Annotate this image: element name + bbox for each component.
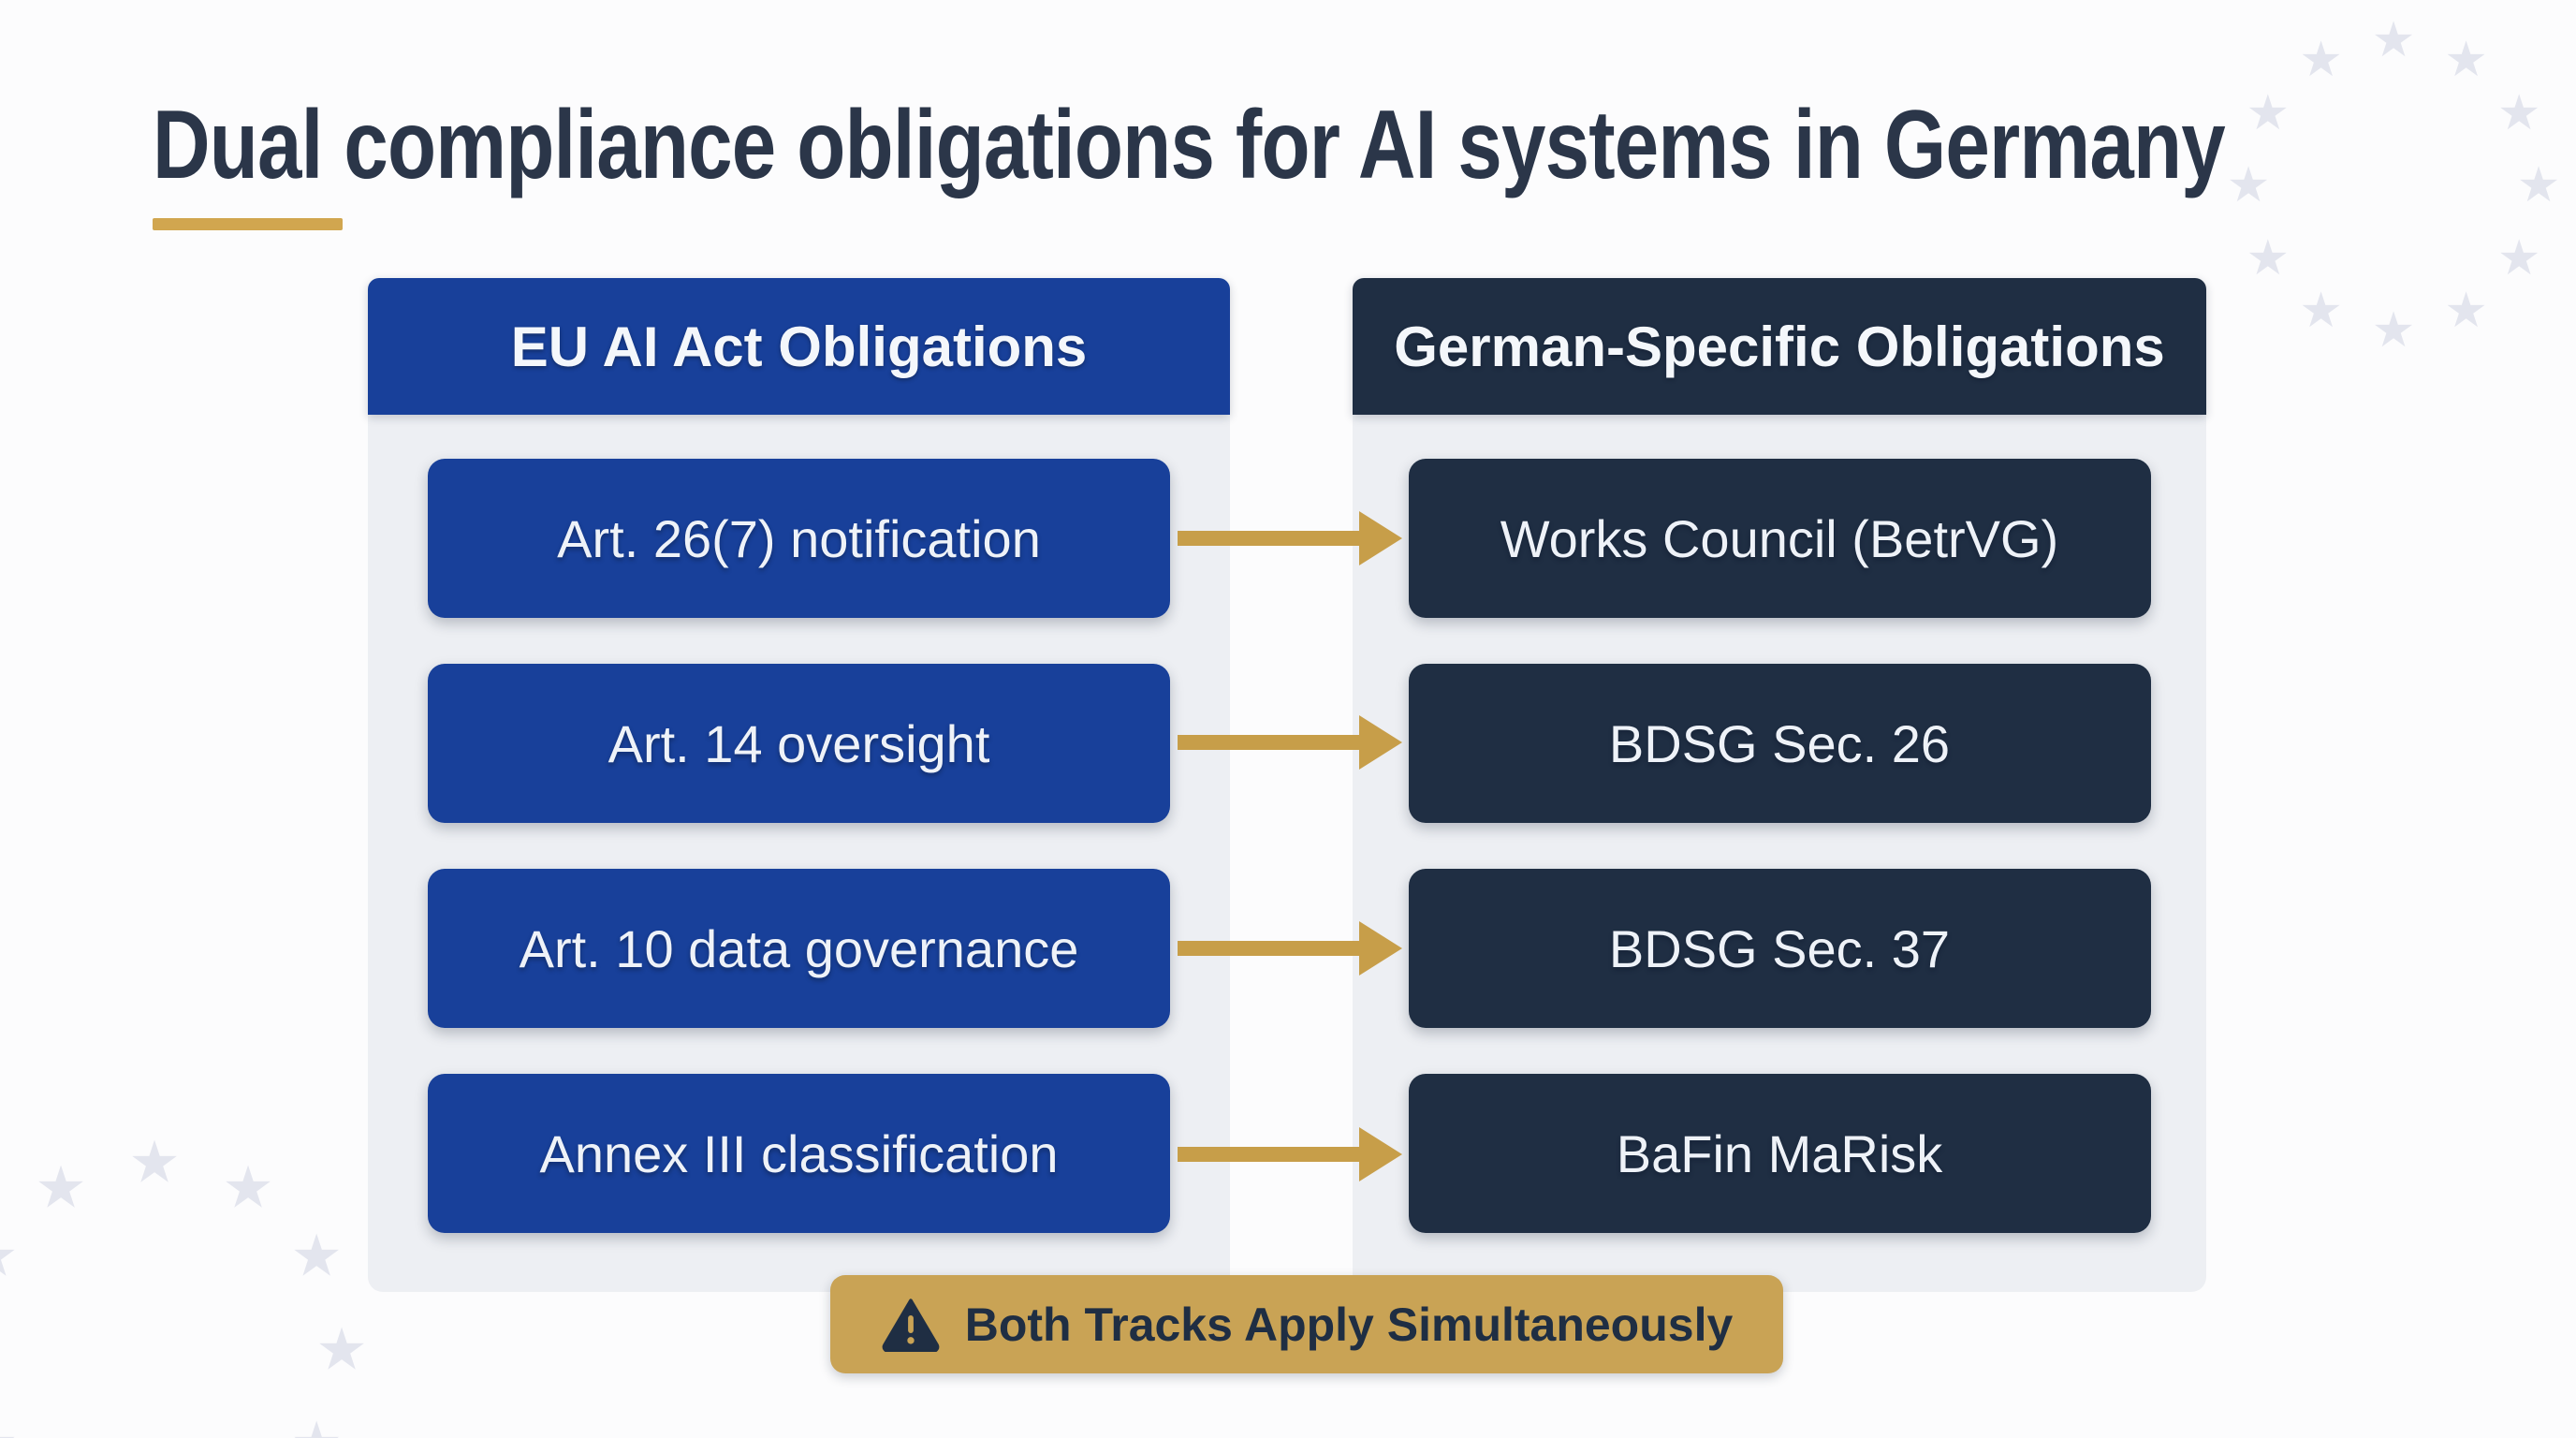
title-underline <box>153 218 343 230</box>
eu-star-icon: ★ <box>2246 230 2291 286</box>
eu-star-icon: ★ <box>2444 32 2488 87</box>
column-header-german-specific: German-Specific Obligations <box>1353 278 2206 415</box>
obligation-box-de-2: BDSG Sec. 26 <box>1408 664 2151 823</box>
arrow-right-icon <box>1178 511 1402 565</box>
obligation-box-eu-3: Art. 10 data governance <box>428 869 1170 1028</box>
eu-star-icon: ★ <box>290 1415 343 1438</box>
eu-star-icon: ★ <box>2371 12 2416 67</box>
eu-star-icon: ★ <box>290 1224 343 1289</box>
eu-star-icon: ★ <box>128 1130 181 1196</box>
eu-star-icon: ★ <box>2246 85 2291 140</box>
arrow-right-icon <box>1178 921 1402 976</box>
eu-star-icon: ★ <box>2516 157 2561 213</box>
eu-star-icon: ★ <box>2371 302 2416 358</box>
eu-star-icon: ★ <box>2226 157 2271 213</box>
eu-star-icon: ★ <box>2496 85 2541 140</box>
obligation-box-eu-4: Annex III classification <box>428 1074 1170 1233</box>
eu-star-icon: ★ <box>2444 284 2488 339</box>
eu-star-icon: ★ <box>35 1155 87 1221</box>
column-panel-german-specific: Works Council (BetrVG) BDSG Sec. 26 BDSG… <box>1353 415 2206 1292</box>
arrow-right-icon <box>1178 1127 1402 1181</box>
eu-star-icon: ★ <box>2496 230 2541 286</box>
column-eu-ai-act: EU AI Act Obligations Art. 26(7) notific… <box>368 278 1230 1292</box>
page-title: Dual compliance obligations for AI syste… <box>153 91 2226 199</box>
eu-star-icon: ★ <box>2299 284 2343 339</box>
obligation-box-de-4: BaFin MaRisk <box>1408 1074 2151 1233</box>
warning-banner: Both Tracks Apply Simultaneously <box>830 1275 1783 1373</box>
eu-star-icon: ★ <box>0 1227 19 1286</box>
eu-star-icon: ★ <box>315 1317 368 1383</box>
eu-star-icon: ★ <box>222 1155 274 1221</box>
warning-triangle-icon <box>882 1298 940 1352</box>
arrow-right-icon <box>1178 715 1402 770</box>
warning-banner-text: Both Tracks Apply Simultaneously <box>964 1298 1734 1351</box>
column-header-eu-ai-act: EU AI Act Obligations <box>368 278 1230 415</box>
column-panel-eu-ai-act: Art. 26(7) notification Art. 14 oversigh… <box>368 415 1230 1292</box>
obligation-box-de-3: BDSG Sec. 37 <box>1408 869 2151 1028</box>
eu-star-icon: ★ <box>2299 32 2343 87</box>
eu-star-icon: ★ <box>0 1415 19 1438</box>
obligation-box-eu-2: Art. 14 oversight <box>428 664 1170 823</box>
obligation-box-eu-1: Art. 26(7) notification <box>428 459 1170 618</box>
obligation-box-de-1: Works Council (BetrVG) <box>1408 459 2151 618</box>
column-german-specific: German-Specific Obligations Works Counci… <box>1353 278 2206 1292</box>
